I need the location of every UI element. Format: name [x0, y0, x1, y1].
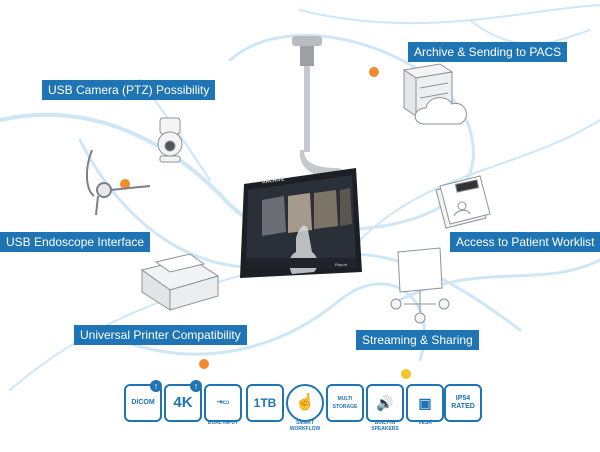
upgrade-arrow-icon: ↑	[190, 380, 202, 392]
curve-line	[228, 34, 475, 232]
usb-camera	[157, 117, 183, 163]
ip54-icon: IP54 RATED	[444, 384, 482, 422]
curve-line	[118, 282, 426, 362]
yellow-dot	[401, 369, 411, 379]
orange-dot	[120, 179, 130, 189]
dual-input-caption: DUAL INPUT	[207, 420, 239, 426]
orange-dot	[199, 359, 209, 369]
vesa-icon: ▣	[406, 384, 444, 422]
label-usb-camera: USB Camera (PTZ) Possibility	[42, 80, 216, 100]
smart-workflow-caption: SMART WORKFLOW	[289, 420, 321, 432]
curve-line	[469, 19, 591, 45]
curve-line	[359, 119, 600, 241]
label-archive: Archive & Sending to PACS	[408, 42, 568, 62]
vesa-caption: VESA	[418, 420, 432, 426]
dicom-icon: DICOM	[124, 384, 162, 422]
label-printer: Universal Printer Compatibility	[74, 325, 247, 345]
monitor-footer-button[interactable]: Report	[335, 262, 348, 267]
upgrade-arrow-icon: ↑	[150, 380, 162, 392]
label-endoscope: USB Endoscope Interface	[0, 232, 151, 252]
label-worklist: Access to Patient Worklist	[450, 232, 600, 252]
speakers-caption: BUILT-IN SPEAKERS	[371, 420, 399, 432]
curve-line	[9, 269, 261, 391]
archive-server-cloud	[402, 63, 467, 125]
monitor-device	[240, 168, 362, 278]
curve-line	[299, 4, 600, 25]
speakers-icon: 🔊	[366, 384, 404, 422]
worklist-documents	[435, 175, 491, 229]
multi-storage-icon: MULTI STORAGE	[326, 384, 364, 422]
endoscope	[86, 149, 151, 216]
smart-workflow-icon: ☝	[286, 384, 324, 422]
streaming-display	[390, 247, 450, 324]
label-streaming: Streaming & Sharing	[356, 330, 479, 350]
orange-dot	[369, 67, 379, 77]
dual-input-icon: ⇥▭	[204, 384, 242, 422]
1tb-icon: 1TB	[246, 384, 284, 422]
ceiling-mount	[292, 36, 350, 182]
printer	[140, 253, 220, 311]
